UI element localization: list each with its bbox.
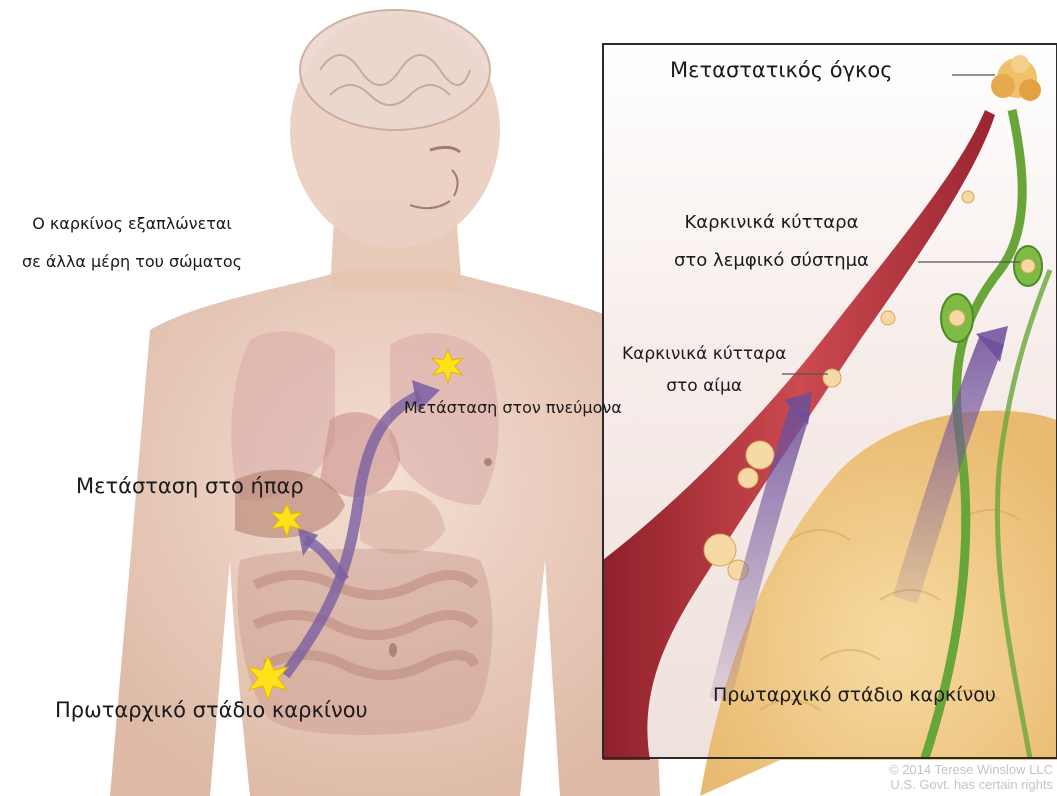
lung-metastasis-label: Μετάσταση στον πνεύμονα [404, 398, 622, 417]
blood-cells-label-line1: Καρκινικά κύτταρα [622, 338, 786, 370]
spread-caption-line1: Ο καρκίνος εξαπλώνεται [22, 205, 242, 243]
copyright-line2: U.S. Govt. has certain rights [889, 777, 1053, 792]
blood-cells-label: Καρκινικά κύτταρα στο αίμα [622, 338, 786, 402]
lymph-cells-label-line2: στο λεμφικό σύστημα [674, 242, 869, 280]
liver-metastasis-label: Μετάσταση στο ήπαρ [76, 474, 304, 499]
primary-tumor-label-right: Πρωταρχικό στάδιο καρκίνου [713, 684, 996, 707]
blood-cells-label-line2: στο αίμα [622, 370, 786, 402]
metastatic-tumor-label: Μεταστατικός όγκος [670, 58, 893, 83]
lymph-cells-label-line1: Καρκινικά κύτταρα [674, 204, 869, 242]
primary-tumor-label-left: Πρωταρχικό στάδιο καρκίνου [55, 698, 368, 723]
lymph-cells-label: Καρκινικά κύτταρα στο λεμφικό σύστημα [674, 204, 869, 280]
copyright-line1: © 2014 Terese Winslow LLC [889, 762, 1053, 777]
spread-caption-line2: σε άλλα μέρη του σώματος [22, 243, 242, 281]
spread-caption: Ο καρκίνος εξαπλώνεται σε άλλα μέρη του … [22, 205, 242, 281]
copyright-credit: © 2014 Terese Winslow LLC U.S. Govt. has… [889, 762, 1053, 792]
